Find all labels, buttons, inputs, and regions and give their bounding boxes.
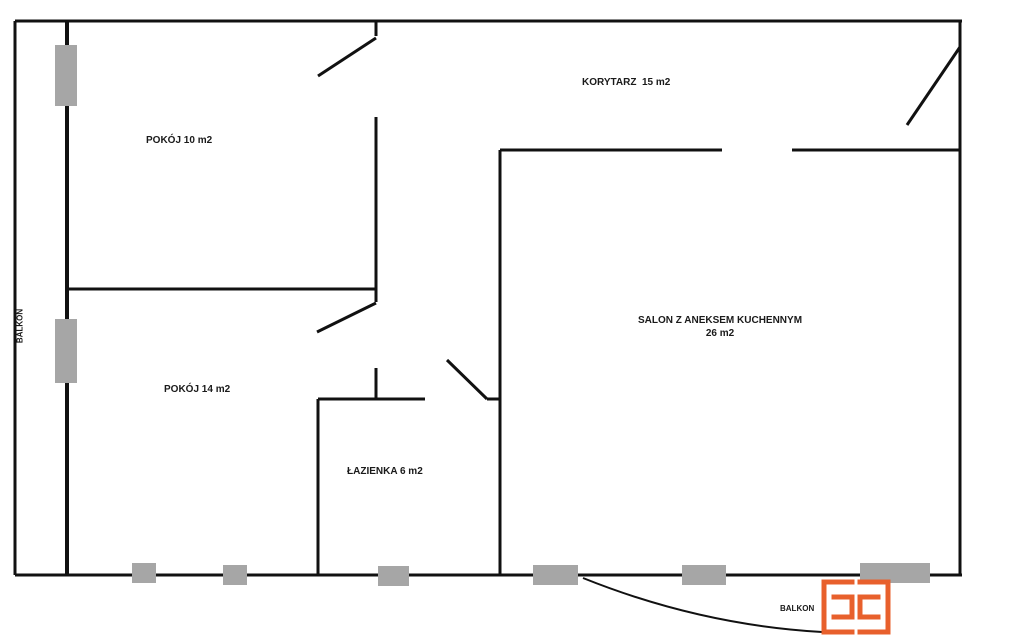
door-swings (316, 36, 962, 401)
room-label-korytarz: KORYTARZ 15 m2 (582, 77, 671, 88)
window-left-upper (55, 45, 77, 106)
agency-logo-icon (821, 579, 891, 635)
door-room1 (317, 36, 377, 78)
door-entrance (905, 46, 962, 126)
room-label-pokoj-14: POKÓJ 14 m2 (164, 384, 231, 395)
window-left-lower (55, 319, 77, 383)
windows (55, 45, 930, 586)
bottom-balcony-outline (582, 577, 823, 633)
outer-walls (13, 19, 962, 577)
interior-walls (65, 21, 960, 575)
window-bottom-4 (533, 565, 578, 585)
window-bottom-2 (223, 565, 247, 585)
balcony-label-left: BALKON (15, 308, 25, 344)
balcony-label-bottom: BALKON (780, 604, 815, 613)
door-bathroom (445, 358, 489, 401)
window-bottom-3 (378, 566, 409, 586)
room-label-salon: SALON Z ANEKSEM KUCHENNYM 26 m2 (620, 315, 820, 339)
window-bottom-1 (132, 563, 156, 583)
salon-label-line2: 26 m2 (705, 328, 735, 339)
door-room2 (316, 301, 377, 334)
salon-label-line1: SALON Z ANEKSEM KUCHENNYM (637, 315, 803, 326)
window-bottom-5 (682, 565, 726, 585)
room-label-lazienka: ŁAZIENKA 6 m2 (347, 466, 423, 477)
window-bottom-6 (860, 563, 930, 583)
room-label-pokoj-10: POKÓJ 10 m2 (146, 135, 213, 146)
